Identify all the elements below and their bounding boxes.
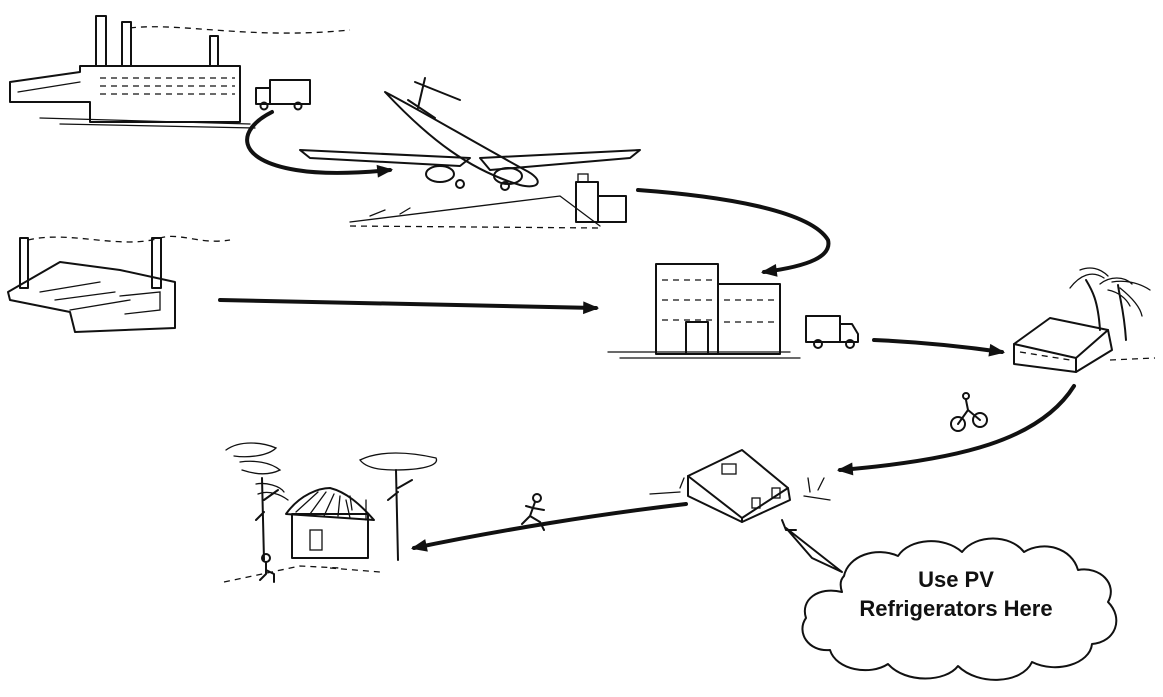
arrow-factory2-to-warehouse [220, 300, 596, 308]
village [224, 443, 437, 582]
airport [350, 174, 626, 228]
arrow-warehouse-to-store [874, 340, 1002, 352]
arrow-health-centre-to-village [414, 504, 686, 548]
callout-text: Use PV Refrigerators Here [838, 565, 1074, 623]
arrow-factory-to-airport [247, 112, 390, 173]
truck-1 [256, 80, 310, 110]
arrow-airport-to-warehouse [638, 190, 828, 272]
callout-line-2: Refrigerators Here [838, 594, 1074, 623]
central-warehouse [608, 264, 800, 358]
factory-2 [8, 236, 230, 332]
health-centre [650, 450, 830, 522]
callout-line-1: Use PV [838, 565, 1074, 594]
flow-arrows [220, 112, 1074, 548]
regional-store [1014, 268, 1155, 372]
truck-2 [806, 316, 858, 348]
factory-1 [10, 16, 350, 128]
cyclist [951, 393, 987, 431]
arrow-store-to-health-centre [840, 386, 1074, 470]
